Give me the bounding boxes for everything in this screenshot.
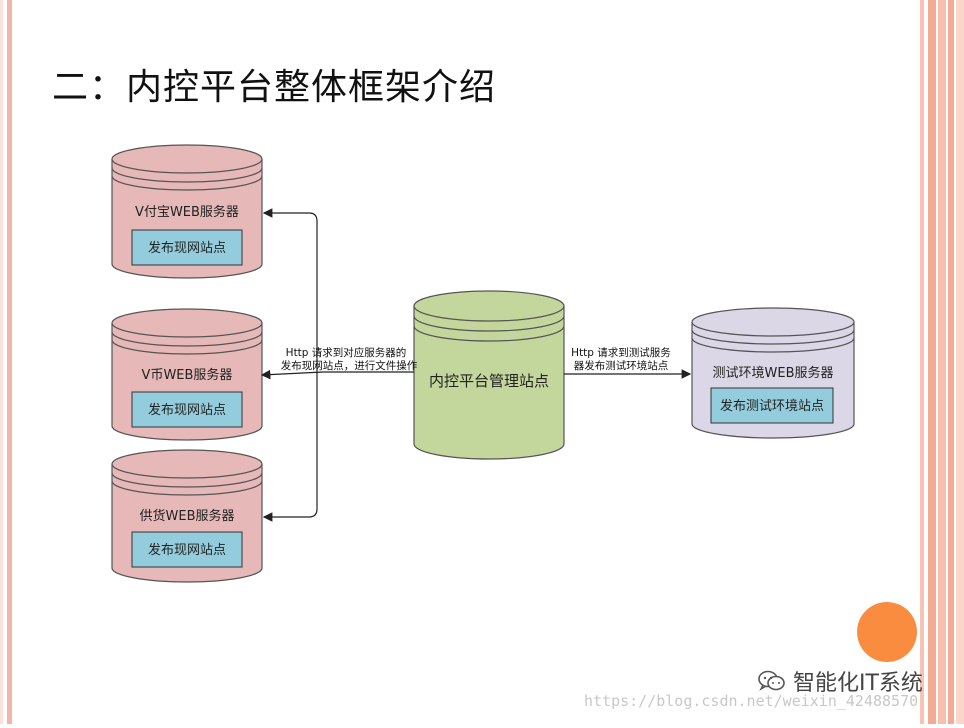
right-arrow-label-line1: Http 请求到测试服务	[571, 346, 671, 359]
server-test-site: 发布测试环境站点	[720, 398, 824, 414]
left-border-light	[0, 0, 3, 724]
orange-circle-decoration	[857, 602, 917, 662]
center-name: 内控平台管理站点	[429, 372, 549, 390]
server-vcoin-site-box	[131, 391, 243, 428]
server-vpay-site: 发布现网站点	[148, 240, 226, 256]
server-vcoin: V币WEB服务器 发布现网站点	[111, 308, 263, 441]
right-arrow-label-line2: 器发布测试环境站点	[574, 359, 669, 372]
center-management-site: 内控平台管理站点	[413, 290, 565, 460]
server-supply: 供货WEB服务器 发布现网站点	[111, 449, 263, 583]
server-supply-name: 供货WEB服务器	[140, 508, 235, 524]
arrow-to-vcoin	[260, 369, 324, 380]
connector-lines	[260, 208, 692, 522]
url-watermark: https://blog.csdn.net/weixin_42488570	[584, 692, 919, 710]
server-vpay-site-box	[131, 229, 243, 266]
wechat-brand-name: 智能化IT系统	[793, 671, 923, 696]
server-test-name: 测试环境WEB服务器	[713, 365, 834, 381]
arrow-to-vpay	[262, 208, 318, 222]
server-supply-site: 发布现网站点	[148, 542, 226, 558]
server-vpay: V付宝WEB服务器 发布现网站点	[111, 144, 263, 279]
server-test: 测试环境WEB服务器 发布测试环境站点	[691, 307, 855, 439]
left-arrow-label-line2: 发布现网站点，进行文件操作	[281, 359, 418, 372]
server-vpay-name: V付宝WEB服务器	[135, 204, 239, 220]
slide-title: 二：内控平台整体框架介绍	[52, 67, 497, 108]
left-arrow-label-line1: Http 请求到对应服务器的	[286, 346, 407, 359]
server-test-site-box	[710, 387, 834, 424]
right-border	[920, 0, 964, 724]
arrow-to-supply	[262, 221, 318, 522]
wechat-icon	[758, 670, 785, 691]
server-supply-site-box	[131, 531, 243, 568]
left-border	[7, 0, 12, 724]
right-border-stripes	[920, 0, 964, 724]
wechat-brand: 智能化IT系统	[757, 665, 923, 697]
server-vcoin-name: V币WEB服务器	[142, 367, 233, 383]
server-vcoin-site: 发布现网站点	[148, 402, 226, 418]
